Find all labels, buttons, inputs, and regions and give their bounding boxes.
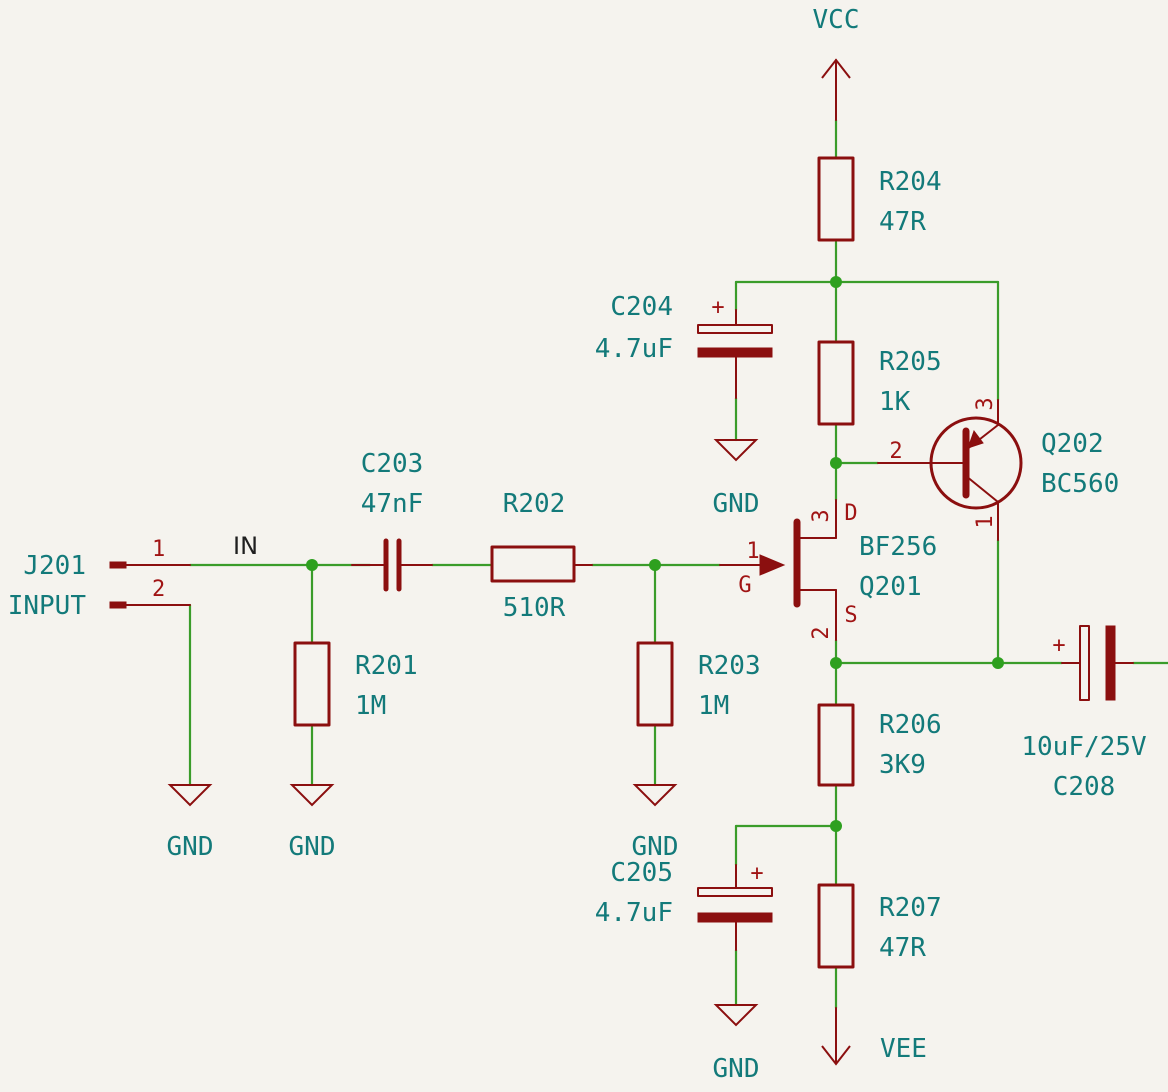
resistor-r206[interactable]: R206 3K9	[817, 703, 942, 787]
junction-dot	[992, 657, 1004, 669]
r204-ref: R204	[879, 167, 942, 197]
junction-dot	[649, 559, 661, 571]
q201-source-pin-number: 2	[809, 626, 834, 639]
q201-drain-pin-number: 3	[809, 509, 834, 522]
junction-dot	[830, 657, 842, 669]
q202-ref: Q202	[1041, 429, 1104, 459]
pnp-transistor-q202[interactable]: 2 3 1 Q202 BC560	[877, 397, 1119, 541]
c205-ref: C205	[610, 858, 673, 888]
gnd-symbol-r201: GND	[289, 784, 336, 862]
q201-drain-pin-name: D	[844, 501, 857, 526]
c205-polarity-mark: +	[750, 861, 763, 886]
c203-ref: C203	[361, 449, 424, 479]
resistor-r203[interactable]: R203 1M	[636, 641, 761, 727]
r204-value: 47R	[879, 207, 926, 237]
jfet-q201[interactable]: 1 G 3 D 2 S BF256 Q201	[719, 499, 937, 641]
c204-ref: C204	[610, 292, 673, 322]
r206-ref: R206	[879, 710, 942, 740]
j201-pin2-number: 2	[152, 577, 165, 602]
r205-ref: R205	[879, 347, 942, 377]
capacitor-c205[interactable]: + C205 4.7uF	[595, 858, 773, 951]
q202-pin3-number: 3	[973, 397, 998, 410]
vcc-power-symbol: VCC	[813, 5, 860, 121]
r203-ref: R203	[698, 651, 761, 681]
vcc-label: VCC	[813, 5, 860, 35]
wires	[188, 118, 1168, 1010]
c208-polarity-mark: +	[1052, 633, 1065, 658]
gnd-symbol-r203: GND	[632, 784, 679, 862]
r206-value: 3K9	[879, 750, 926, 780]
c203-value: 47nF	[361, 489, 424, 519]
r202-ref: R202	[503, 489, 566, 519]
gnd-label: GND	[289, 832, 336, 862]
r202-value: 510R	[503, 593, 566, 623]
q201-value: BF256	[859, 532, 937, 562]
capacitor-c203[interactable]: C203 47nF	[351, 449, 433, 592]
junction-dot	[830, 820, 842, 832]
q201-gate-pin-name: G	[738, 573, 751, 598]
q201-ref: Q201	[859, 572, 922, 602]
gnd-label: GND	[713, 1054, 760, 1084]
c204-polarity-mark: +	[711, 295, 724, 320]
resistor-r204[interactable]: R204 47R	[817, 156, 942, 242]
r201-ref: R201	[355, 651, 418, 681]
q201-source-pin-name: S	[844, 603, 857, 628]
vee-power-symbol: VEE	[821, 1007, 927, 1066]
q202-pin2-number: 2	[889, 439, 902, 464]
resistor-r202[interactable]: R202 510R	[490, 489, 593, 623]
r203-value: 1M	[698, 691, 729, 721]
resistor-r205[interactable]: R205 1K	[817, 340, 942, 426]
connector-j201[interactable]: J201 INPUT 1 2	[8, 537, 191, 621]
junction-dot	[830, 276, 842, 288]
q201-gate-pin-number: 1	[746, 539, 759, 564]
gnd-label: GND	[632, 832, 679, 862]
q202-value: BC560	[1041, 469, 1119, 499]
resistor-r207[interactable]: R207 47R	[817, 883, 942, 969]
gnd-symbol-j201: GND	[167, 784, 214, 862]
capacitor-c208[interactable]: + 10uF/25V C208	[1021, 625, 1147, 802]
gnd-symbol-c204: GND	[713, 439, 760, 519]
j201-pin1-number: 1	[152, 537, 165, 562]
gnd-symbol-c205: GND	[713, 1004, 760, 1084]
gnd-label: GND	[167, 832, 214, 862]
gnd-label: GND	[713, 489, 760, 519]
c205-value: 4.7uF	[595, 898, 673, 928]
r201-value: 1M	[355, 691, 386, 721]
net-label-in: IN	[233, 532, 258, 560]
junction-dot	[830, 457, 842, 469]
c204-value: 4.7uF	[595, 334, 673, 364]
r207-ref: R207	[879, 893, 942, 923]
c208-value: 10uF/25V	[1021, 732, 1146, 762]
j201-ref: J201	[23, 551, 86, 581]
junction-dot	[306, 559, 318, 571]
c208-ref: C208	[1053, 772, 1116, 802]
q202-pin1-number: 1	[973, 515, 998, 528]
r207-value: 47R	[879, 933, 926, 963]
r205-value: 1K	[879, 387, 911, 417]
junctions	[306, 276, 1004, 832]
capacitor-c204[interactable]: + C204 4.7uF	[595, 292, 773, 399]
resistor-r201[interactable]: R201 1M	[293, 641, 418, 727]
vee-label: VEE	[880, 1034, 927, 1064]
j201-value: INPUT	[8, 591, 87, 621]
